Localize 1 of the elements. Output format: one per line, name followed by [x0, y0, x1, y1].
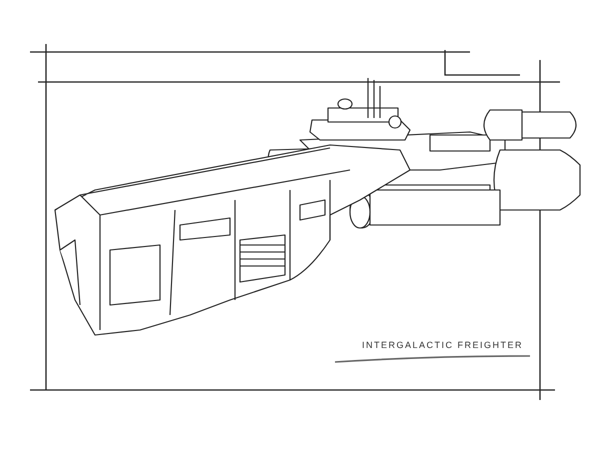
caption-text: INTERGALACTIC FREIGHTER: [362, 340, 524, 350]
